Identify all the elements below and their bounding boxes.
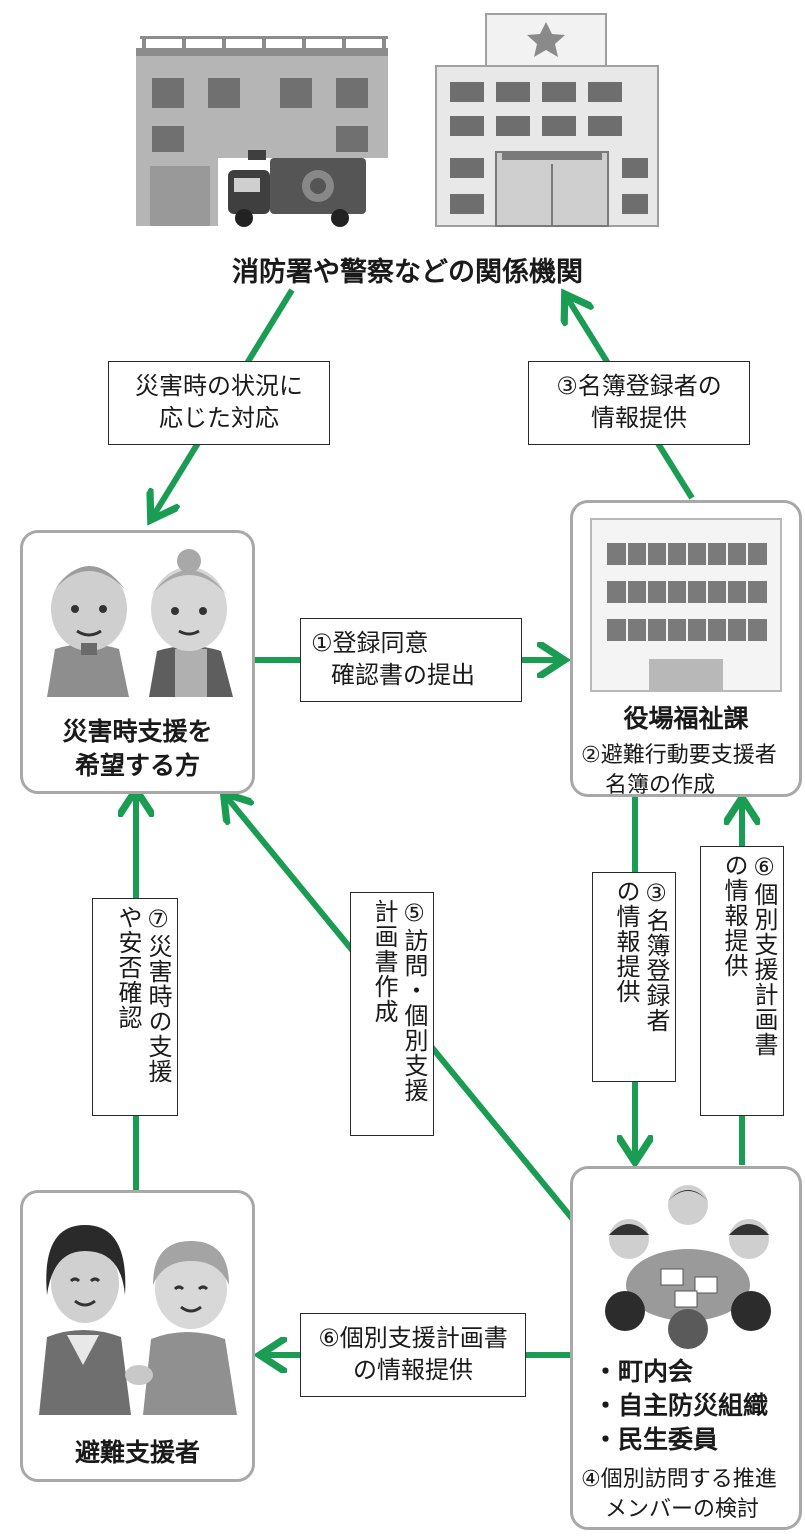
- welfare-note-line1: ②避難行動要支援者: [581, 743, 777, 768]
- community-note-line2: メンバーの検討: [605, 1497, 760, 1522]
- welfare-title: 役場福祉課: [623, 704, 749, 733]
- community-meeting-icon: [605, 1185, 771, 1349]
- v-plan-info-label: ⑥個別支援計画書 の情報提供: [700, 846, 784, 1116]
- plan-info-label: ⑥個別支援計画書 の情報提供: [300, 1313, 526, 1397]
- agency-buildings-illustration: [136, 13, 659, 227]
- v-visit-plan-label: ⑤訪問・個別支援 計画書作成: [350, 892, 434, 1136]
- registry-info-label: ③名簿登録者の 情報提供: [528, 361, 750, 445]
- person-title-line1: 災害時支援を: [62, 717, 213, 746]
- person-card: 災害時支援を 希望する方: [20, 530, 255, 794]
- community-card: ・町内会 ・自主防災組織 ・民生委員 ④個別訪問する推進 メンバーの検討: [570, 1166, 802, 1530]
- police-station-icon: [435, 13, 659, 227]
- community-item-disaster-org: ・自主防災組織: [593, 1391, 769, 1420]
- town-office-building-icon: [590, 518, 782, 692]
- person-title-line2: 希望する方: [74, 751, 200, 780]
- helper-and-elder-icon: [39, 1225, 237, 1415]
- v-registry-info-label: ③名簿登録者 の情報提供: [592, 872, 676, 1082]
- community-item-neighborhood: ・町内会: [593, 1357, 694, 1386]
- supporter-card: 避難支援者: [20, 1190, 255, 1482]
- elderly-couple-icon: [47, 549, 233, 697]
- community-item-welfare-commissioner: ・民生委員: [593, 1425, 719, 1454]
- fire-truck-icon: [228, 150, 366, 227]
- fire-station-icon: [136, 36, 388, 227]
- community-note-line1: ④個別訪問する推進: [581, 1467, 777, 1492]
- supporter-title: 避難支援者: [74, 1438, 200, 1467]
- response-label: 災害時の状況に 応じた対応: [108, 361, 330, 445]
- welfare-card: 役場福祉課 ②避難行動要支援者 名簿の作成: [570, 500, 802, 798]
- consent-label: ①登録同意 確認書の提出: [300, 618, 522, 702]
- welfare-note-line2: 名簿の作成: [605, 773, 716, 798]
- v-disaster-support-label: ⑦災害時の支援 や安否確認: [92, 898, 178, 1116]
- agencies-title: 消防署や警察などの関係機関: [232, 257, 583, 288]
